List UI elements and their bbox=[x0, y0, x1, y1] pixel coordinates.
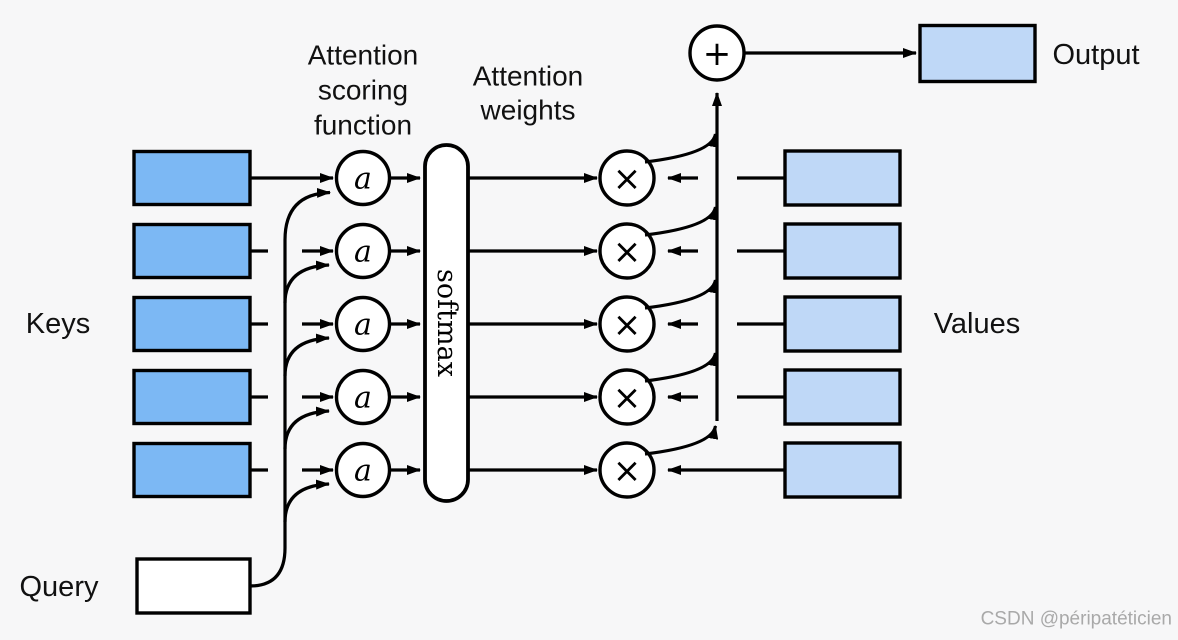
x-to-sum-curve-1 bbox=[644, 133, 719, 164]
value-box-4 bbox=[783, 368, 902, 426]
key-box-2 bbox=[132, 222, 252, 280]
scoring-node-3 bbox=[334, 295, 392, 353]
key-to-scoring-arrows bbox=[250, 173, 334, 475]
title-weights-line1: Attention bbox=[473, 61, 584, 92]
multiply-node-2 bbox=[598, 222, 656, 280]
title-weights-line2: weights bbox=[480, 95, 576, 126]
keys-label: Keys bbox=[26, 308, 90, 340]
value-box-1 bbox=[783, 149, 902, 207]
attention-weights-title: Attention weights bbox=[473, 61, 584, 126]
scoring-node-label-1: a bbox=[354, 162, 372, 197]
multiply-node-4 bbox=[598, 368, 656, 426]
multiply-to-sum-connections bbox=[644, 92, 722, 456]
softmax-to-multiply-arrows bbox=[468, 173, 598, 475]
scoring-to-softmax-arrows bbox=[390, 173, 421, 475]
query-branch-4 bbox=[283, 406, 330, 450]
key-box-1 bbox=[132, 149, 252, 207]
values-label: Values bbox=[934, 308, 1021, 340]
multiply-node-label-1: × bbox=[613, 159, 642, 199]
x-to-sum-curve-5 bbox=[644, 425, 719, 456]
watermark: CSDN @péripatéticien bbox=[981, 609, 1172, 630]
query-main-line bbox=[249, 187, 331, 588]
multiply-node-label-5: × bbox=[613, 451, 642, 491]
softmax-label: softmax bbox=[431, 269, 462, 377]
title-scoring-line1: Attention bbox=[308, 40, 419, 71]
x-to-sum-curve-4 bbox=[644, 352, 719, 383]
scoring-nodes: a a a a a bbox=[334, 149, 392, 499]
scoring-node-5 bbox=[334, 441, 392, 499]
value-boxes bbox=[783, 149, 902, 499]
key-box-3 bbox=[132, 295, 252, 353]
multiply-nodes: × × × × × bbox=[598, 149, 656, 499]
scoring-node-label-3: a bbox=[354, 308, 372, 343]
multiply-node-5 bbox=[598, 441, 656, 499]
multiply-node-label-2: × bbox=[613, 232, 642, 272]
key-box-5 bbox=[132, 441, 252, 499]
title-scoring-line2: scoring bbox=[318, 75, 408, 106]
scoring-node-label-2: a bbox=[354, 235, 372, 270]
scoring-node-label-5: a bbox=[354, 454, 372, 489]
multiply-node-label-4: × bbox=[613, 378, 642, 418]
output-box bbox=[918, 23, 1037, 84]
query-label: Query bbox=[20, 571, 99, 603]
sum-node bbox=[688, 24, 746, 82]
value-to-multiply-arrows bbox=[667, 173, 785, 475]
query-branch-3 bbox=[283, 333, 330, 377]
query-connections bbox=[249, 187, 331, 588]
value-box-5 bbox=[783, 441, 902, 499]
x-to-sum-curve-3 bbox=[644, 279, 719, 310]
key-boxes bbox=[132, 149, 252, 499]
scoring-node-2 bbox=[334, 222, 392, 280]
output-label: Output bbox=[1052, 39, 1139, 71]
multiply-node-1 bbox=[598, 149, 656, 207]
scoring-node-4 bbox=[334, 368, 392, 426]
key-box-4 bbox=[132, 368, 252, 426]
attention-scoring-function-title: Attention scoring function bbox=[308, 40, 419, 141]
x-to-sum-curve-2 bbox=[644, 206, 719, 237]
multiply-node-label-3: × bbox=[613, 305, 642, 345]
query-branch-5 bbox=[283, 479, 330, 523]
value-box-3 bbox=[783, 295, 902, 353]
multiply-node-3 bbox=[598, 295, 656, 353]
value-box-2 bbox=[783, 222, 902, 280]
title-scoring-line3: function bbox=[314, 110, 412, 141]
query-branch-2 bbox=[283, 260, 330, 304]
scoring-node-1 bbox=[334, 149, 392, 207]
scoring-node-label-4: a bbox=[354, 381, 372, 416]
query-box bbox=[135, 557, 252, 615]
sum-node-label: + bbox=[703, 34, 732, 74]
